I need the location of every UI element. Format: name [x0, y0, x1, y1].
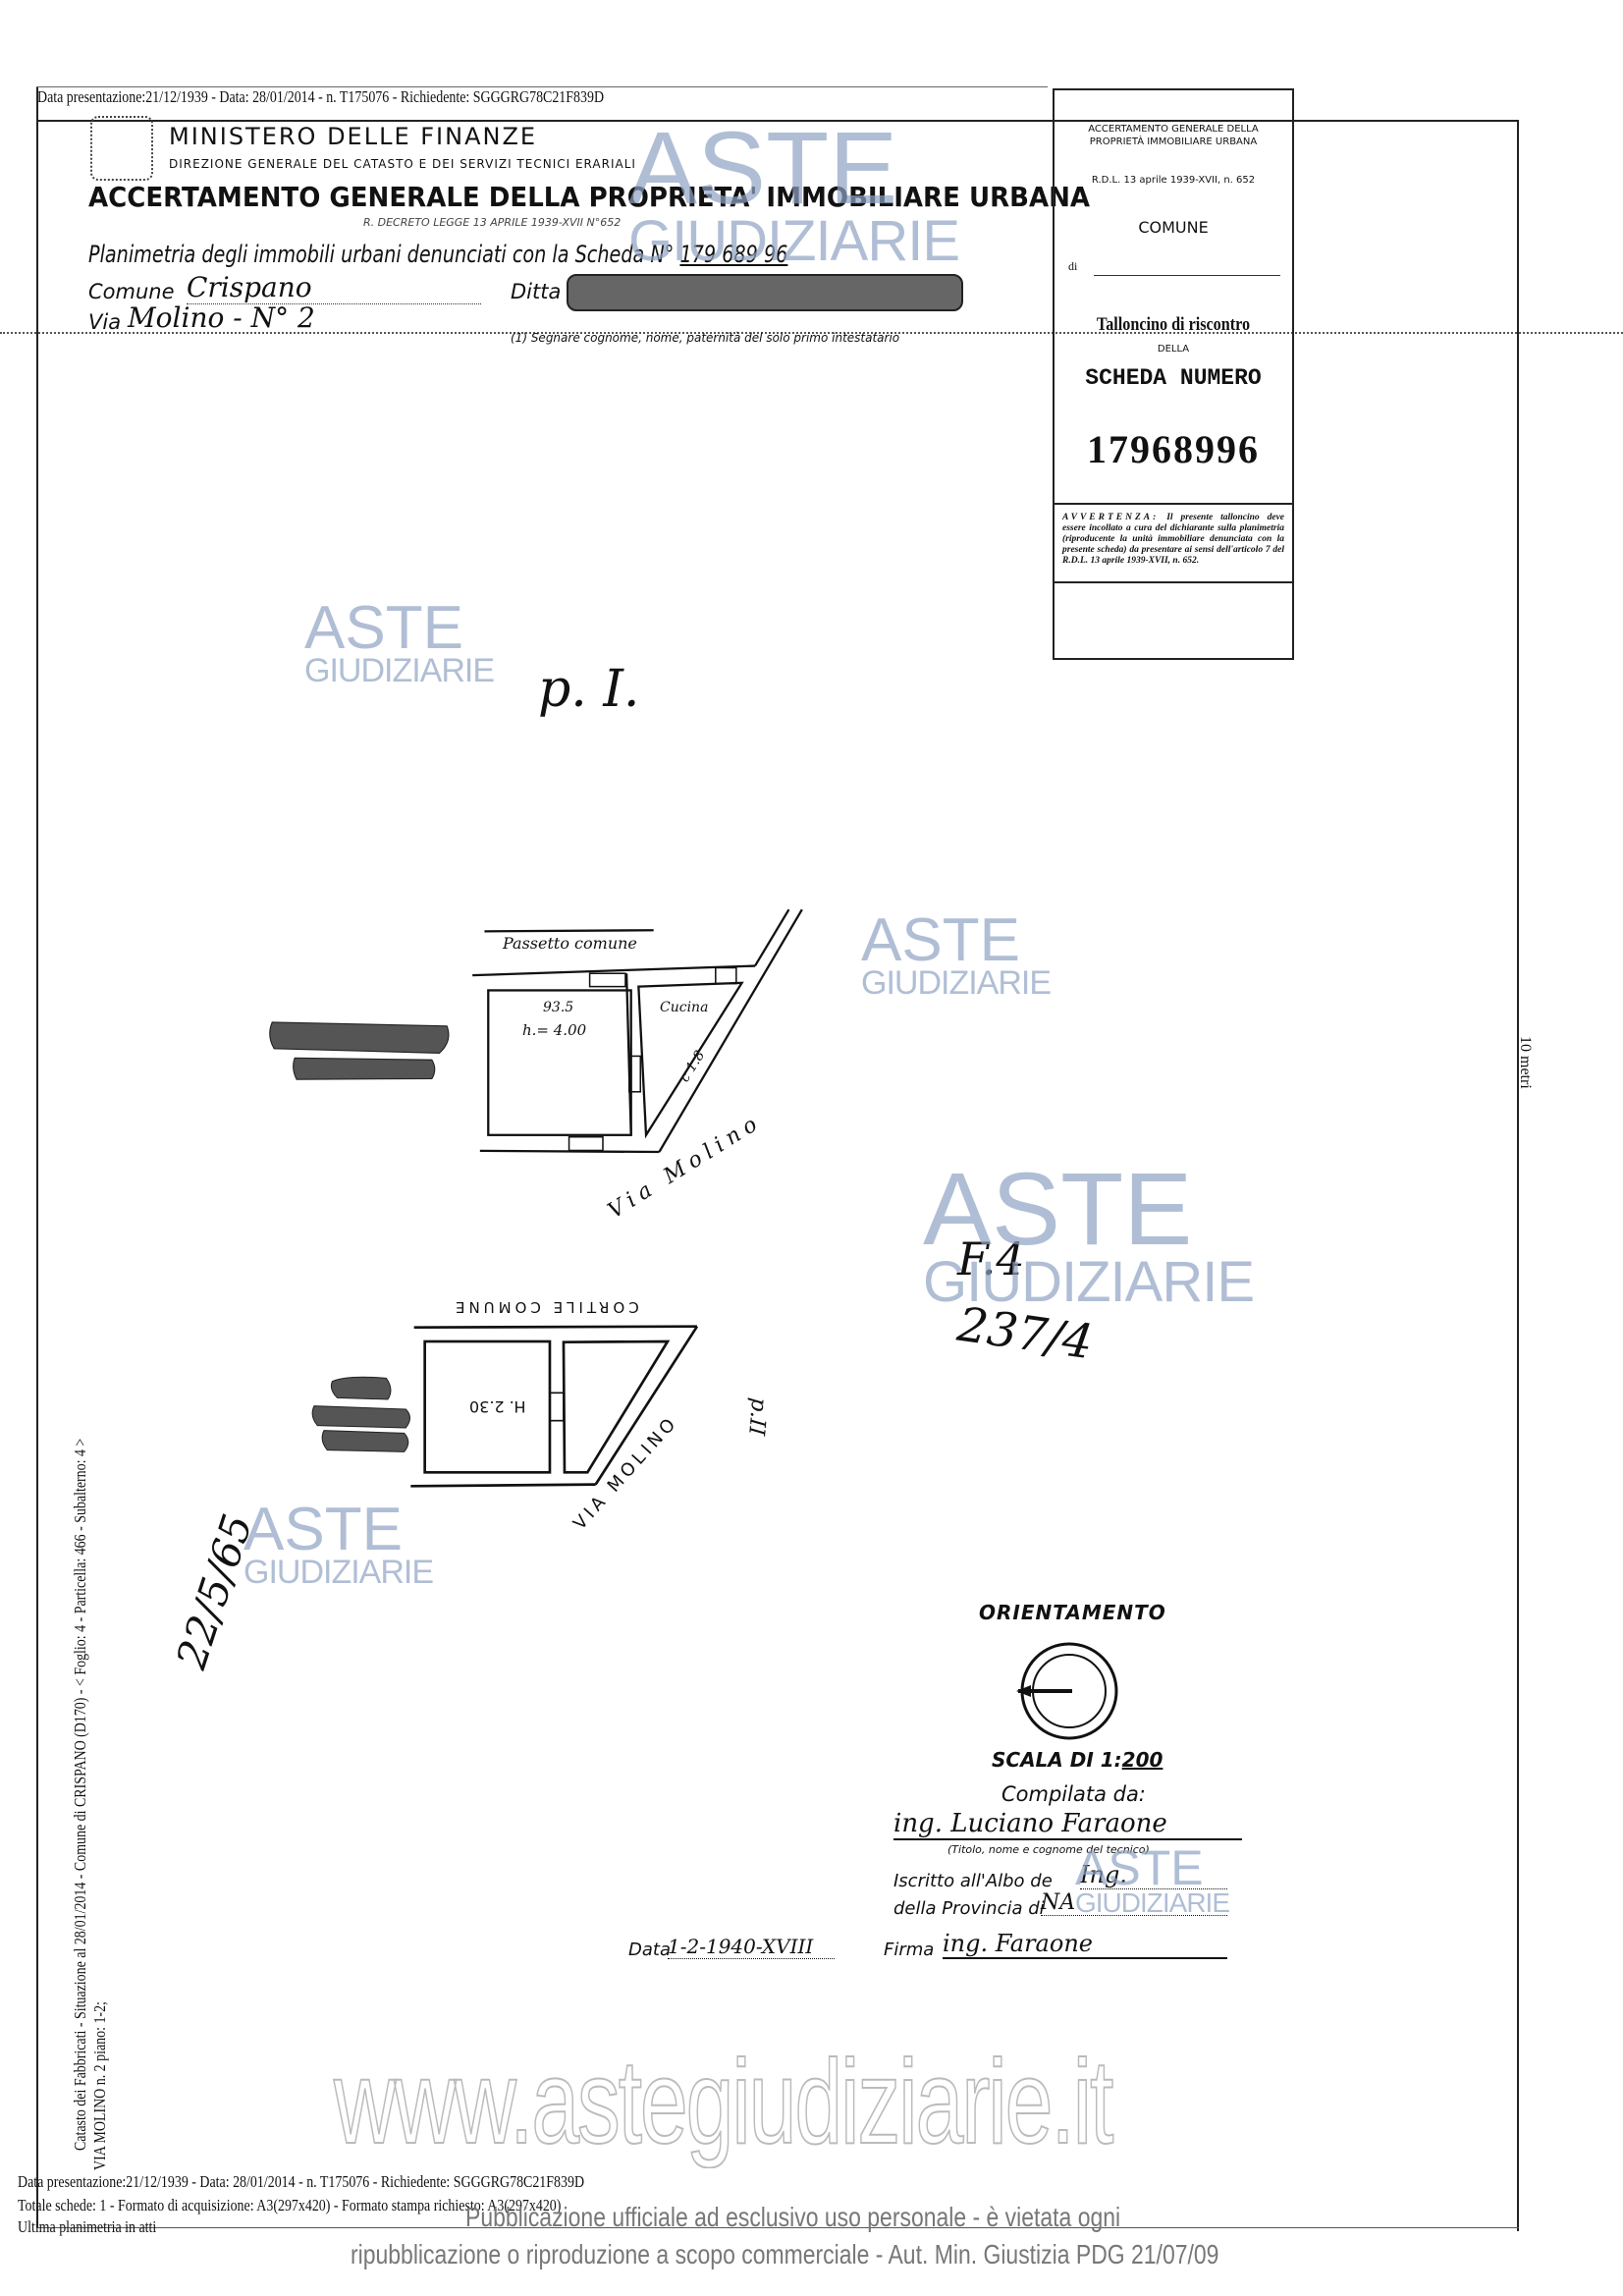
disclaimer-line-2: ripubblicazione o riproduzione a scopo c…	[351, 2239, 1219, 2269]
outer-wall-top	[472, 964, 756, 977]
door	[549, 1392, 565, 1422]
meta-bottom-line-2: Totale schede: 1 - Formato di acquisizio…	[18, 2196, 562, 2214]
planimetria-label: Planimetria degli immobili urbani denunc…	[88, 241, 787, 268]
floor-label-1: p. I.	[538, 660, 640, 719]
talloncino-box: ACCERTAMENTO GENERALE DELLA PROPRIETÀ IM…	[1053, 88, 1294, 660]
ditta-redacted	[567, 274, 963, 311]
room-area: 93.5	[543, 1000, 574, 1015]
redacted-blob	[330, 1376, 392, 1400]
provincia-label: della Provincia di	[893, 1898, 1045, 1919]
passetto-line	[484, 929, 654, 933]
tecnico-caption: (Titolo, nome e cognome del tecnico)	[947, 1843, 1150, 1856]
form-note: (1) Segnare cognome, nome, paternità del…	[511, 331, 900, 345]
tallon-di-line	[1094, 275, 1280, 276]
door	[628, 1055, 642, 1093]
scheda-number: 179 689 96	[679, 241, 788, 268]
tallon-della: DELLA	[1157, 344, 1190, 355]
tallon-line2: PROPRIETÀ IMMOBILIARE URBANA	[1089, 137, 1258, 147]
tallon-bottom-divider	[1055, 581, 1292, 583]
planimetria-text: Planimetria degli immobili urbani denunc…	[88, 241, 675, 268]
tallon-number: 17968996	[1087, 427, 1260, 471]
tallon-divider	[1055, 503, 1292, 505]
ministry-name: MINISTERO DELLE FINANZE	[169, 123, 538, 150]
firma-label: Firma	[884, 1940, 935, 1960]
via-label: Via	[88, 310, 122, 334]
avvertenza-text: Il presente talloncino deve essere incol…	[1062, 513, 1285, 566]
ministry-emblem-icon	[90, 116, 153, 181]
redacted-blob	[311, 1405, 410, 1429]
street-wall-diag	[658, 908, 803, 1153]
data-value: 1-2-1940-XVIII	[668, 1935, 835, 1959]
disclaimer-line-1: Pubblicazione ufficiale ad esclusivo uso…	[465, 2202, 1121, 2232]
provincia-value: NA	[1041, 1890, 1227, 1916]
frame-top	[36, 120, 1519, 122]
comune-label: Comune	[88, 280, 175, 303]
room-height: h.= 4.00	[522, 1021, 587, 1039]
door	[715, 966, 737, 985]
avvertenza-title: AVVERTENZA:	[1062, 513, 1160, 522]
room-kitchen	[637, 981, 744, 1139]
door	[588, 972, 626, 988]
tallon-di: di	[1068, 259, 1078, 273]
redacted-blob	[321, 1430, 409, 1452]
form-title: ACCERTAMENTO GENERALE DELLA PROPRIETA' I…	[88, 181, 1091, 213]
kitchen-label: Cucina	[660, 1000, 709, 1015]
decree-note: R. DECRETO LEGGE 13 APRILE 1939-XVII N°6…	[363, 216, 622, 229]
firma-signature: ing. Faraone	[943, 1930, 1227, 1959]
outer-wall-diag	[754, 908, 790, 967]
scala-value: 200	[1121, 1748, 1163, 1772]
tallon-scheda: SCHEDA NUMERO	[1085, 365, 1262, 391]
tallon-decree: R.D.L. 13 aprile 1939-XVII, n. 652	[1091, 175, 1256, 186]
albo-value: Ing.	[1080, 1861, 1227, 1889]
data-label: Data	[628, 1940, 671, 1960]
divider-dotted-bottom	[36, 2227, 1519, 2228]
compilata-label: Compilata da:	[1001, 1782, 1146, 1806]
divider-dotted	[0, 332, 1623, 334]
tallon-line1: ACCERTAMENTO GENERALE DELLA	[1088, 124, 1259, 135]
tallon-avvertenza: AVVERTENZA: Il presente talloncino deve …	[1062, 513, 1284, 567]
meta-bottom-line-3: Ultima planimetria in atti	[18, 2217, 157, 2236]
annotation-foglio: F.4	[957, 1232, 1025, 1285]
scala-label: SCALA DI 1:	[992, 1748, 1122, 1772]
ditta-label: Ditta	[511, 280, 562, 303]
room-2	[562, 1339, 671, 1474]
via-value: Molino - N° 2	[128, 301, 315, 334]
redacted-blob	[269, 1021, 450, 1054]
comune-value: Crispano	[187, 271, 481, 304]
orientamento-label: ORIENTAMENTO	[979, 1601, 1166, 1624]
tecnico-name: ing. Luciano Faraone	[893, 1809, 1242, 1840]
tallon-title: Talloncino di riscontro	[1096, 314, 1251, 335]
direction-name: DIREZIONE GENERALE DEL CATASTO E DEI SER…	[169, 157, 636, 171]
door	[568, 1135, 604, 1152]
frame-right	[1517, 120, 1519, 2231]
watermark-site: www.astegiudiziarie.it	[333, 2034, 1114, 2169]
redacted-blob	[293, 1057, 436, 1080]
albo-label: Iscritto all'Albo de	[893, 1871, 1053, 1891]
frame-left	[36, 86, 38, 2227]
room-1	[487, 989, 632, 1136]
outer-wall-bottom	[479, 1149, 660, 1154]
frame-top-meta	[36, 86, 1048, 87]
scala-line: SCALA DI 1:200	[992, 1748, 1163, 1772]
passetto-label: Passetto comune	[503, 934, 637, 953]
meta-bottom-line-1: Data presentazione:21/12/1939 - Data: 28…	[18, 2172, 585, 2191]
tallon-comune: COMUNE	[1138, 218, 1209, 237]
meta-top-line: Data presentazione:21/12/1939 - Data: 28…	[37, 87, 605, 106]
